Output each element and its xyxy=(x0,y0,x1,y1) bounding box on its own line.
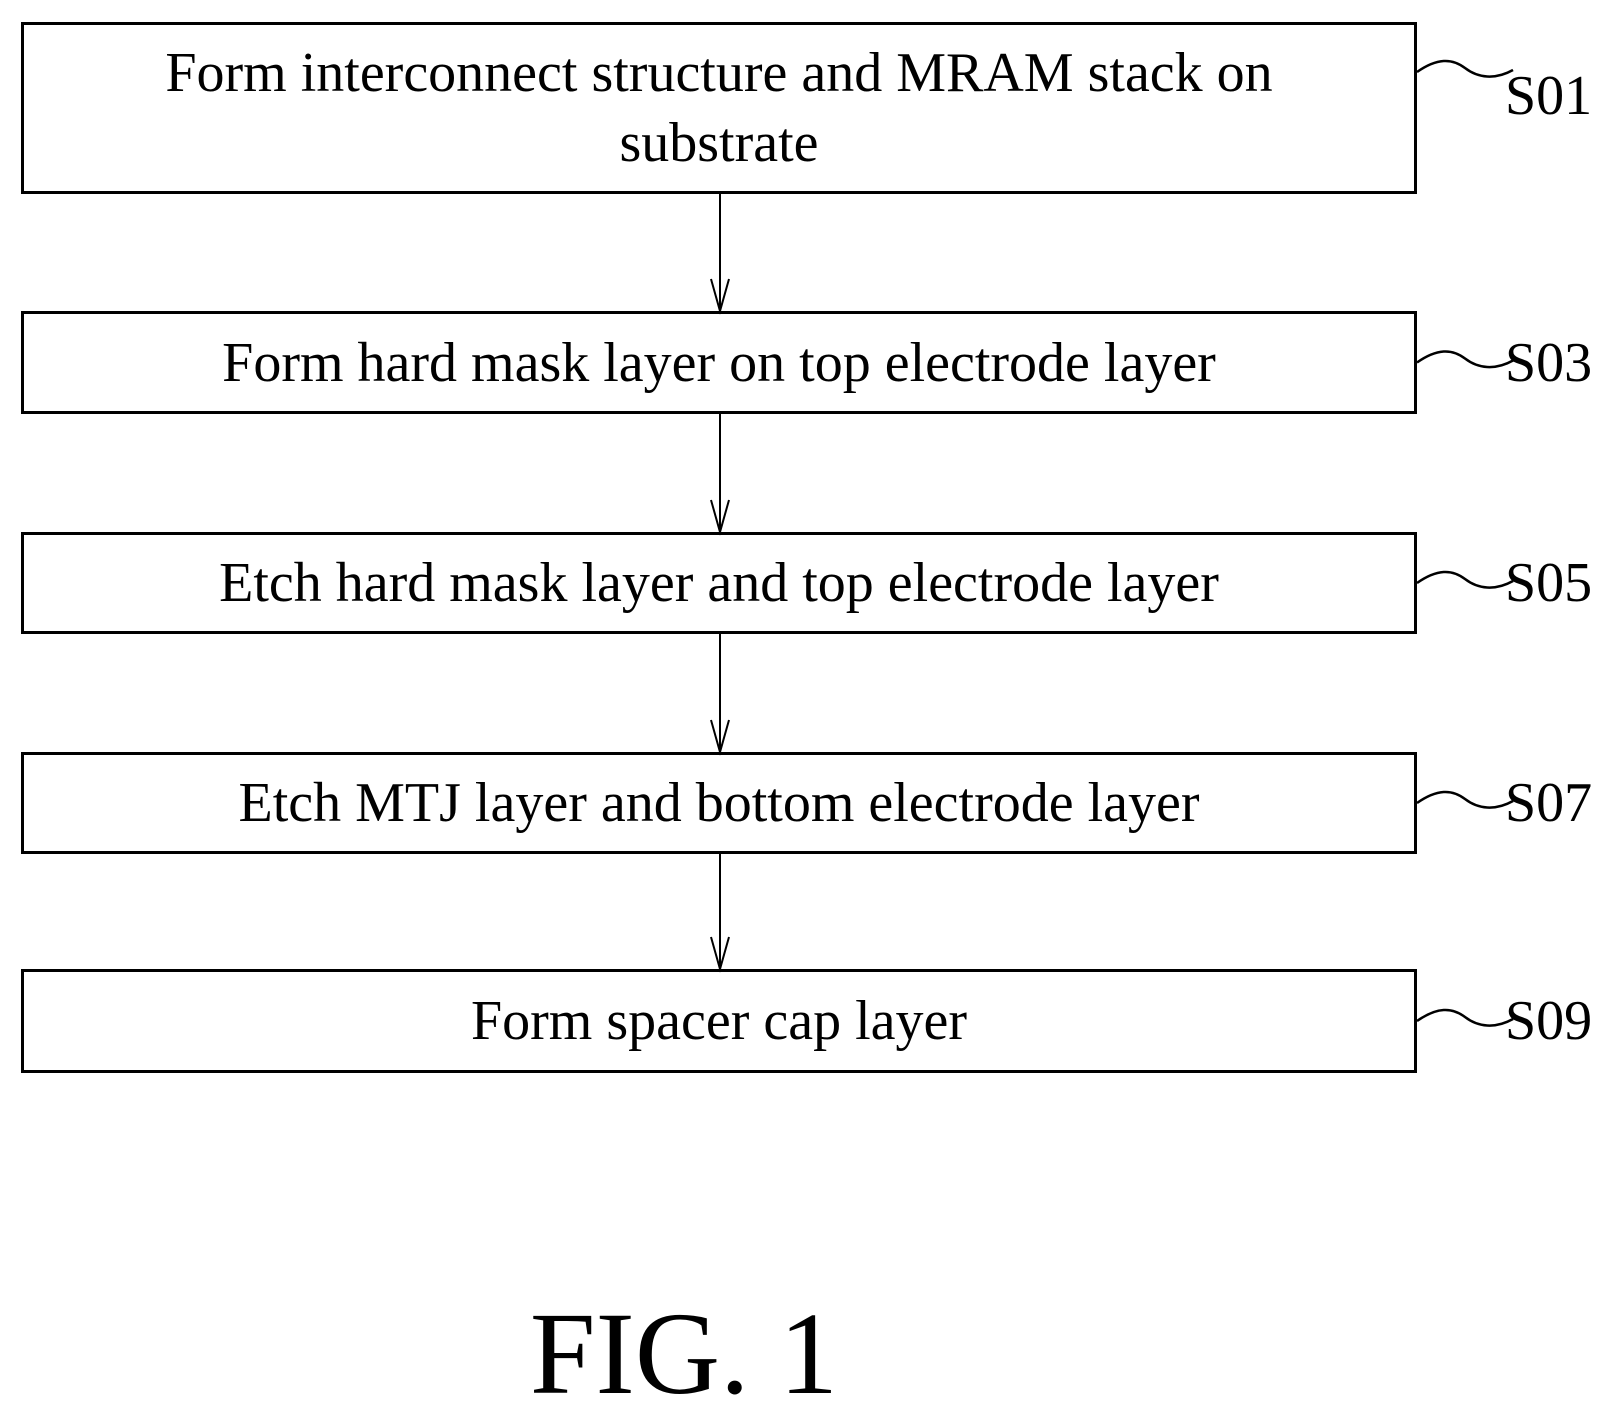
arrow-s03-to-s05 xyxy=(711,414,729,532)
arrow-s07-to-s09 xyxy=(711,854,729,969)
leader-line-s03 xyxy=(1417,351,1513,367)
leader-line-s07 xyxy=(1417,792,1513,808)
leader-line-s01 xyxy=(1417,61,1513,77)
arrow-s05-to-s07 xyxy=(711,634,729,752)
arrow-s01-to-s03 xyxy=(711,194,729,311)
figure-caption: FIG. 1 xyxy=(0,1295,1368,1413)
leader-line-s05 xyxy=(1417,572,1513,588)
leader-line-s09 xyxy=(1417,1010,1513,1026)
